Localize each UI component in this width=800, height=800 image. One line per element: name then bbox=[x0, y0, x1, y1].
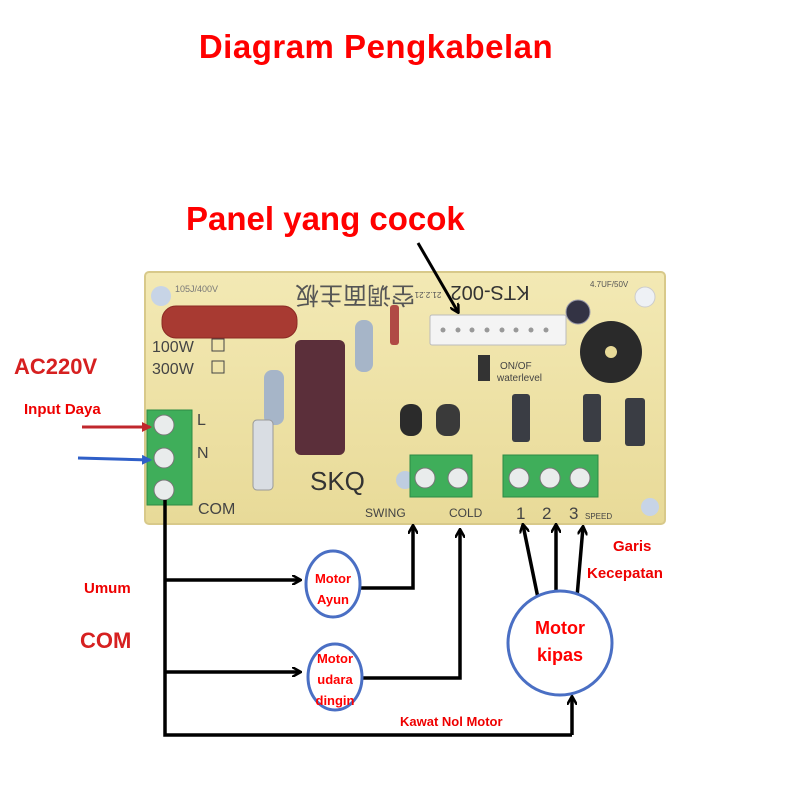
mounting-hole bbox=[151, 286, 171, 306]
triac bbox=[512, 394, 530, 442]
power-option-300w: 300W bbox=[152, 361, 195, 378]
power-option-100w: 100W bbox=[152, 339, 195, 356]
power-option-box bbox=[211, 360, 225, 374]
waterlevel-jumper bbox=[478, 355, 490, 381]
date-code: 21.2.21 bbox=[414, 290, 441, 299]
silkscreen-chinese: 空调面主板 bbox=[295, 281, 415, 308]
power-terminal-block bbox=[146, 409, 193, 506]
motor-udara-circle bbox=[306, 642, 364, 712]
jumper-sublabel: waterlevel bbox=[496, 373, 542, 384]
input-daya-label: Input Daya bbox=[24, 401, 101, 418]
swing-cold-terminal-block bbox=[409, 454, 473, 498]
kecepatan-label: Kecepatan bbox=[587, 565, 663, 582]
kawat-nol-motor-label: Kawat Nol Motor bbox=[400, 714, 503, 729]
terminal-screw-live[interactable] bbox=[153, 414, 175, 436]
jumper-label: ON/OF bbox=[500, 361, 532, 372]
motor-udara-label-3: dingin bbox=[316, 693, 355, 708]
terminal-screw-swing[interactable] bbox=[414, 467, 436, 489]
resistor bbox=[355, 320, 373, 372]
motor-kipas-label-2: kipas bbox=[537, 645, 583, 665]
com-wiring bbox=[163, 500, 583, 737]
diode bbox=[390, 305, 399, 345]
pcb-board: 空调面主板 105J/400V 100W 300W KTS-002 21.2.2… bbox=[144, 271, 666, 525]
diagram-title: Diagram Pengkabelan bbox=[198, 28, 554, 65]
motor-kipas-label-1: Motor bbox=[535, 618, 585, 638]
panel-pointer-arrow bbox=[416, 242, 458, 312]
transistor bbox=[436, 404, 460, 436]
triac bbox=[625, 398, 645, 446]
x-capacitor bbox=[161, 305, 298, 339]
com-terminal-label: COM bbox=[198, 501, 235, 518]
motor-udara-label-1: Motor bbox=[317, 651, 353, 666]
umum-label: Umum bbox=[84, 580, 131, 597]
speed-number-3: 3 bbox=[569, 504, 578, 523]
panel-label: Panel yang cocok bbox=[186, 200, 465, 237]
mounting-hole bbox=[641, 498, 659, 516]
mounting-hole bbox=[634, 286, 656, 308]
buzzer-hole bbox=[605, 346, 617, 358]
swing-label: SWING bbox=[365, 506, 406, 520]
com-trunk-wire bbox=[163, 500, 572, 737]
wire-speed-3 bbox=[575, 527, 583, 598]
com-label: COM bbox=[80, 628, 131, 653]
board-brand: SKQ bbox=[310, 466, 365, 496]
terminal-screw-speed-2[interactable] bbox=[539, 467, 561, 489]
capacitor-rating: 105J/400V bbox=[175, 284, 218, 294]
motor-ayun-label-1: Motor bbox=[315, 571, 351, 586]
triac bbox=[583, 394, 601, 442]
terminal-screw-neutral[interactable] bbox=[153, 447, 175, 469]
cold-label: COLD bbox=[449, 506, 483, 520]
neutral-input-arrow bbox=[77, 454, 152, 465]
speed-number-2: 2 bbox=[542, 504, 551, 523]
motor-ayun-label-2: Ayun bbox=[317, 592, 349, 607]
motor-udara-label-2: udara bbox=[317, 672, 353, 687]
panel-connector bbox=[429, 314, 567, 346]
garis-label: Garis bbox=[613, 538, 651, 555]
terminal-screw-speed-3[interactable] bbox=[569, 467, 591, 489]
wire-speed-1 bbox=[523, 525, 540, 599]
wire-udara-to-cold bbox=[338, 530, 460, 680]
power-option-box bbox=[211, 338, 225, 352]
wire-ayun-to-swing bbox=[338, 526, 413, 590]
live-label: L bbox=[197, 412, 206, 429]
fuse bbox=[252, 419, 274, 491]
terminal-screw-com[interactable] bbox=[153, 479, 175, 501]
transistor bbox=[400, 404, 422, 436]
speed-number-1: 1 bbox=[516, 504, 525, 523]
neutral-label: N bbox=[197, 445, 209, 462]
resistor bbox=[264, 370, 284, 425]
motor-ayun-circle bbox=[304, 549, 362, 619]
terminal-screw-cold[interactable] bbox=[447, 467, 469, 489]
ac220v-label: AC220V bbox=[14, 354, 97, 379]
motor-kipas-circle bbox=[506, 589, 614, 697]
electrolytic-capacitor bbox=[295, 340, 345, 455]
small-capacitor bbox=[565, 299, 591, 325]
speed-label: SPEED bbox=[585, 512, 612, 521]
cap-label: 4.7UF/50V bbox=[590, 280, 629, 289]
terminal-screw-speed-1[interactable] bbox=[508, 467, 530, 489]
board-model: KTS-002 bbox=[451, 281, 530, 303]
speed-terminal-block bbox=[502, 454, 599, 498]
